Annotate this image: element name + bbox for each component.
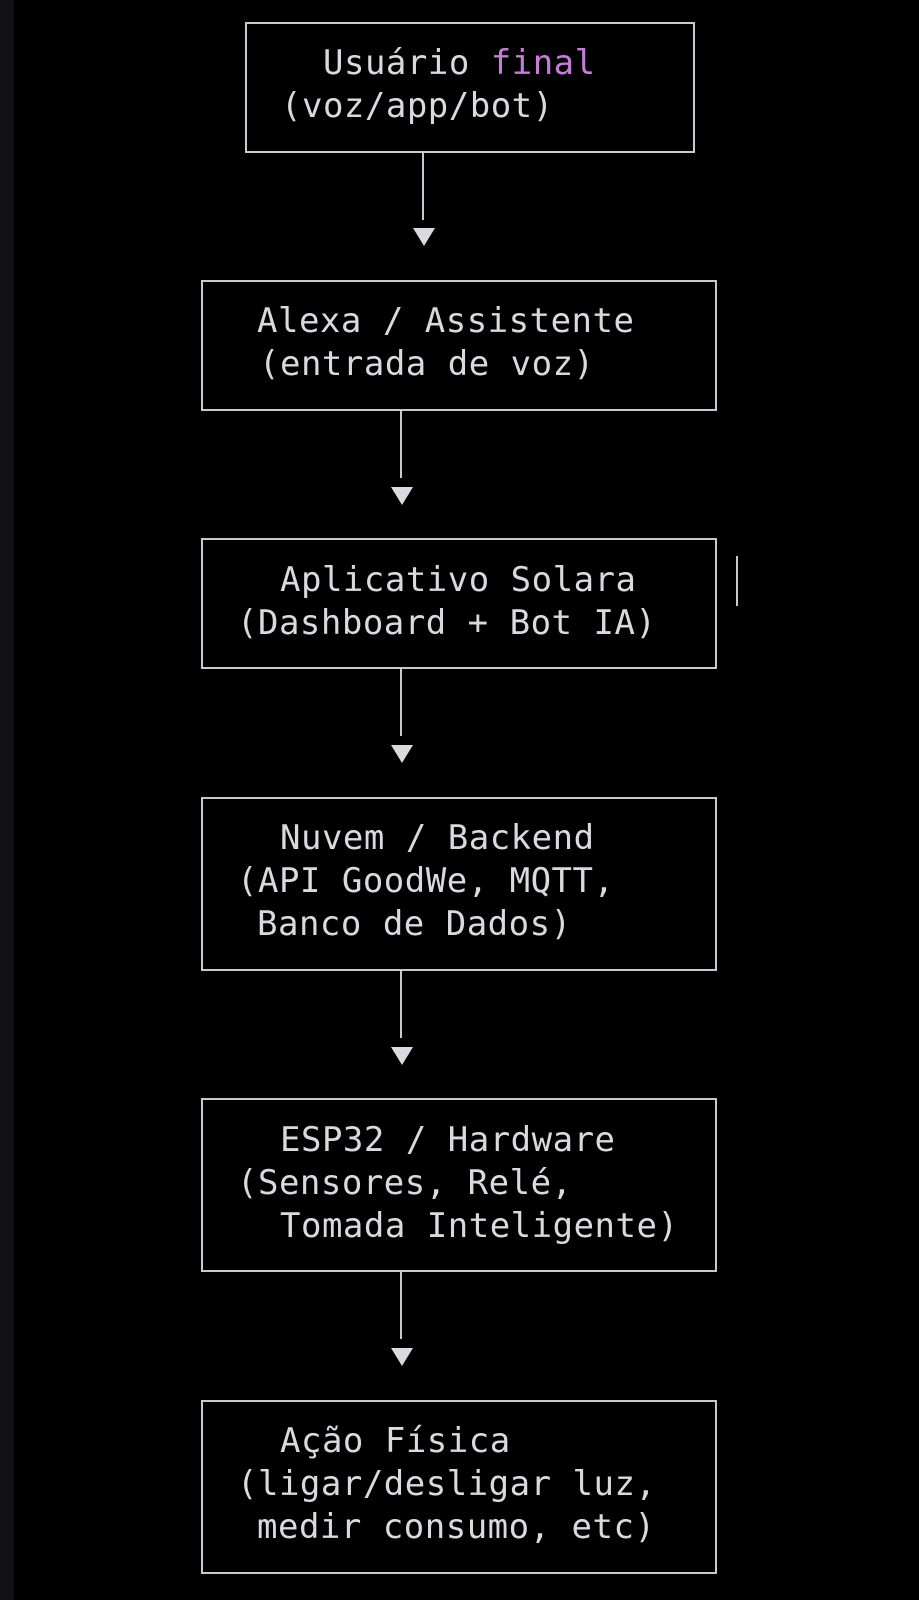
text-usuario: Usuário — [323, 43, 491, 83]
text-cursor — [736, 556, 738, 606]
node-acao-fisica — [201, 1400, 717, 1574]
node-aplicativo-solara-line-2: (Dashboard + Bot IA) — [237, 603, 657, 643]
node-acao-fisica-line-2: (ligar/desligar luz, — [237, 1464, 657, 1504]
connector-1 — [422, 153, 424, 220]
connector-2 — [400, 411, 402, 478]
node-nuvem-backend-line-2: (API GoodWe, MQTT, — [237, 861, 615, 901]
arrow-down-icon — [391, 1348, 413, 1366]
node-usuario-final-line-1: Usuário final — [323, 42, 596, 84]
node-nuvem-backend-line-1: Nuvem / Backend — [280, 818, 595, 858]
node-alexa-assistente-line-2: (entrada de voz) — [259, 344, 595, 384]
node-aplicativo-solara — [201, 538, 717, 669]
arrow-down-icon — [391, 487, 413, 505]
node-alexa-assistente — [201, 280, 717, 411]
connector-3 — [400, 669, 402, 736]
arrow-down-icon — [413, 228, 435, 246]
node-usuario-final-line-2: (voz/app/bot) — [281, 86, 554, 126]
arrow-down-icon — [391, 1047, 413, 1065]
text-final-highlight: final — [490, 43, 596, 83]
node-acao-fisica-line-3: medir consumo, etc) — [257, 1507, 656, 1547]
arrow-down-icon — [391, 745, 413, 763]
connector-4 — [400, 971, 402, 1038]
node-esp32-hardware — [201, 1098, 717, 1272]
node-acao-fisica-line-1: Ação Física — [280, 1421, 511, 1461]
node-usuario-final — [245, 22, 695, 153]
node-esp32-hardware-line-3: Tomada Inteligente) — [280, 1206, 679, 1246]
node-aplicativo-solara-line-1: Aplicativo Solara — [280, 560, 637, 600]
node-esp32-hardware-line-1: ESP32 / Hardware — [280, 1120, 616, 1160]
node-nuvem-backend — [201, 797, 717, 971]
connector-5 — [400, 1272, 402, 1339]
node-alexa-assistente-line-1: Alexa / Assistente — [257, 301, 635, 341]
node-esp32-hardware-line-2: (Sensores, Relé, — [237, 1163, 573, 1203]
left-gutter — [0, 0, 14, 1600]
node-nuvem-backend-line-3: Banco de Dados) — [257, 904, 572, 944]
